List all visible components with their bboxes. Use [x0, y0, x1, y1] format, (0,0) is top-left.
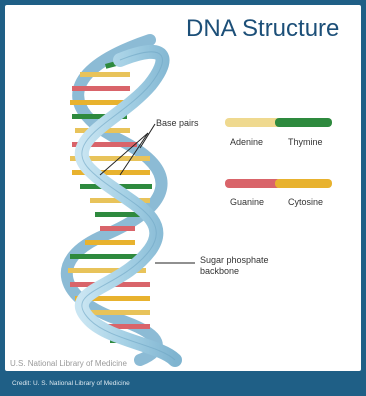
sugar-phosphate-label-line2: backbone: [200, 266, 239, 276]
base-pair: [100, 226, 135, 231]
base-pairs-label: Base pairs: [156, 118, 199, 128]
base-pair: [85, 310, 150, 315]
legend-label-thymine: Thymine: [288, 137, 323, 147]
watermark-text: U.S. National Library of Medicine: [10, 359, 127, 368]
base-pair: [85, 240, 135, 245]
sugar-phosphate-label-line1: Sugar phosphate: [200, 255, 269, 265]
credit-text: Credit: U. S. National Library of Medici…: [12, 380, 130, 387]
base-pair: [72, 86, 130, 91]
legend-bar-adenine-thymine: [225, 118, 332, 127]
base-pair: [70, 254, 140, 259]
legend-bar-guanine-cytosine: [225, 179, 332, 188]
legend-label-guanine: Guanine: [230, 197, 264, 207]
base-pair: [80, 72, 130, 77]
legend-label-adenine: Adenine: [230, 137, 263, 147]
legend-label-cytosine: Cytosine: [288, 197, 323, 207]
